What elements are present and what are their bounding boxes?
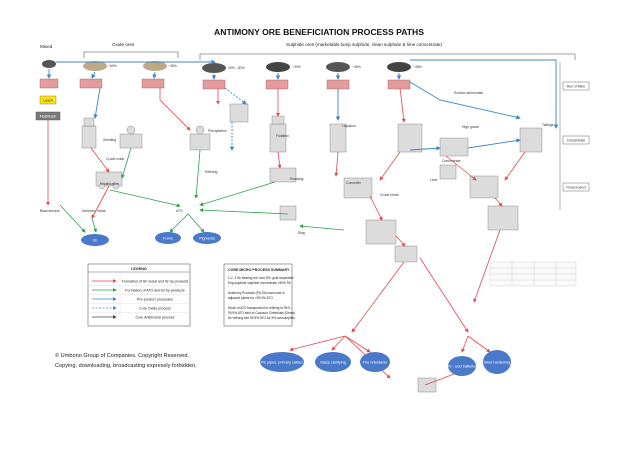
svg-text:Crude oxide: Crude oxide — [106, 157, 124, 161]
product-ovals: Sb Fume Pigments PE pipes, primary cable… — [81, 232, 511, 376]
svg-text:Smelting: Smelting — [103, 138, 116, 142]
svg-text:Concentrate: Concentrate — [442, 159, 461, 163]
svg-text:Lime: Lime — [430, 178, 437, 182]
svg-text:Final product: Final product — [566, 186, 586, 190]
copyright-line-1: © Umbono Group of Companies. Copyright R… — [55, 352, 190, 359]
oval-sb: Sb — [93, 239, 98, 243]
oval-alloy: Pb - acid batteries — [447, 365, 478, 369]
group-oxide: Oxide ores — [112, 42, 135, 47]
summary-box: CORE MICRO PROCESS SUMMARY 1-2, 3 Sb bea… — [223, 263, 295, 327]
svg-text:Volatilization: Volatilization — [100, 182, 119, 186]
legend: LEGEND Formation of Sb metal and its by-… — [87, 263, 191, 327]
svg-text:Formation of Sb metal and its: Formation of Sb metal and its by-product… — [122, 279, 189, 283]
svg-text:Sodium antimonate: Sodium antimonate — [454, 91, 483, 95]
ore-boxes — [39, 78, 411, 90]
svg-text:Run of Mine: Run of Mine — [567, 85, 585, 89]
svg-text:Blast furnace: Blast furnace — [40, 209, 60, 213]
svg-text:Precipitation: Precipitation — [208, 129, 227, 133]
oval-steel: Steel hardening — [484, 361, 511, 365]
svg-text:Formation of ATO and its by-pr: Formation of ATO and its by-products — [125, 288, 185, 292]
page-title: ANTIMONY ORE BENEFICIATION PROCESS PATHS — [214, 27, 424, 37]
svg-text:Eng sulphide sulphide concentr: Eng sulphide sulphide concentrate >50% S… — [228, 281, 291, 285]
svg-text:Roasting: Roasting — [290, 177, 303, 181]
svg-text:Pre-product processes: Pre-product processes — [137, 297, 173, 301]
leach-label: Leach — [43, 99, 52, 103]
oval-fume: Fume — [163, 237, 173, 241]
float-label: Float/leach — [40, 115, 57, 119]
svg-text:Tailings: Tailings — [542, 123, 554, 127]
group-mixed: Mixed — [40, 44, 53, 49]
svg-text:~30%: ~30% — [168, 64, 177, 68]
ore-piles — [42, 60, 411, 73]
oval-fr: Fire retardants — [363, 361, 388, 365]
svg-text:20% - 30%: 20% - 30% — [228, 66, 245, 70]
svg-text:~45%: ~45% — [413, 65, 422, 69]
leach-box — [39, 95, 57, 105]
svg-text:~30%: ~30% — [352, 65, 361, 69]
svg-text:adjacent plants for >99.4% ATO: adjacent plants for >99.4% ATO — [228, 296, 273, 300]
blue-flows — [46, 59, 559, 151]
svg-text:CORE MICRO PROCESS SUMMARY: CORE MICRO PROCESS SUMMARY — [228, 268, 290, 272]
svg-text:~30%: ~30% — [292, 65, 301, 69]
side-labels: Run of Mine Concentrate Final product — [559, 62, 590, 210]
oval-pigment: Pigments — [199, 237, 215, 241]
svg-text:Refining: Refining — [205, 170, 218, 174]
svg-text:1-2, 3 Sb bearing ore over 5%,: 1-2, 3 Sb bearing ore over 5%, gold sepa… — [228, 276, 294, 280]
svg-text:99.9% ATO sent to Cookson Chem: 99.9% ATO sent to Cookson Chemicals (Dem… — [228, 311, 295, 315]
red-flows — [46, 87, 526, 386]
svg-text:Antimony metal: Antimony metal — [82, 209, 106, 213]
svg-text:LEGEND: LEGEND — [131, 267, 147, 271]
green-flows — [59, 147, 345, 233]
svg-text:Stock of ATO transported for r: Stock of ATO transported for refining to… — [228, 306, 292, 310]
group-sulphide: Sulphide ores (marketable lump sulphide,… — [286, 42, 442, 47]
svg-text:High grade: High grade — [462, 125, 479, 129]
svg-text:Slag: Slag — [298, 231, 305, 235]
equipment-icons — [81, 103, 543, 393]
data-table — [489, 261, 577, 287]
svg-text:Core Oxide process: Core Oxide process — [139, 306, 171, 310]
svg-text:Concentrate: Concentrate — [567, 139, 586, 143]
svg-text:Core Antimonial process: Core Antimonial process — [136, 315, 175, 319]
svg-text:~60%: ~60% — [108, 64, 117, 68]
ore-percent-labels: ~60% ~30% 20% - 30% ~30% ~30% ~45% — [108, 64, 422, 70]
svg-text:Antimony Products (Pb-Sb) lead: Antimony Products (Pb-Sb) lead used in — [228, 291, 285, 295]
top-brackets — [83, 51, 576, 60]
svg-text:for refining into 99.9% ATO fo: for refining into 99.9% ATO for 5% consu… — [228, 316, 295, 320]
svg-text:Liquation: Liquation — [342, 124, 356, 128]
svg-text:Crude metal: Crude metal — [380, 193, 399, 197]
svg-text:Converter: Converter — [346, 181, 362, 185]
svg-text:ATO: ATO — [176, 209, 183, 213]
oval-glass: Glass clarifying — [320, 361, 346, 365]
svg-text:Flotation: Flotation — [276, 134, 289, 138]
process-labels: Smelting Crude oxide Volatilization Prec… — [40, 91, 554, 235]
copyright-line-2: Copying, downloading, broadcasting expre… — [55, 363, 197, 369]
oval-pp-plastic: PE pipes, primary cables — [261, 361, 303, 365]
